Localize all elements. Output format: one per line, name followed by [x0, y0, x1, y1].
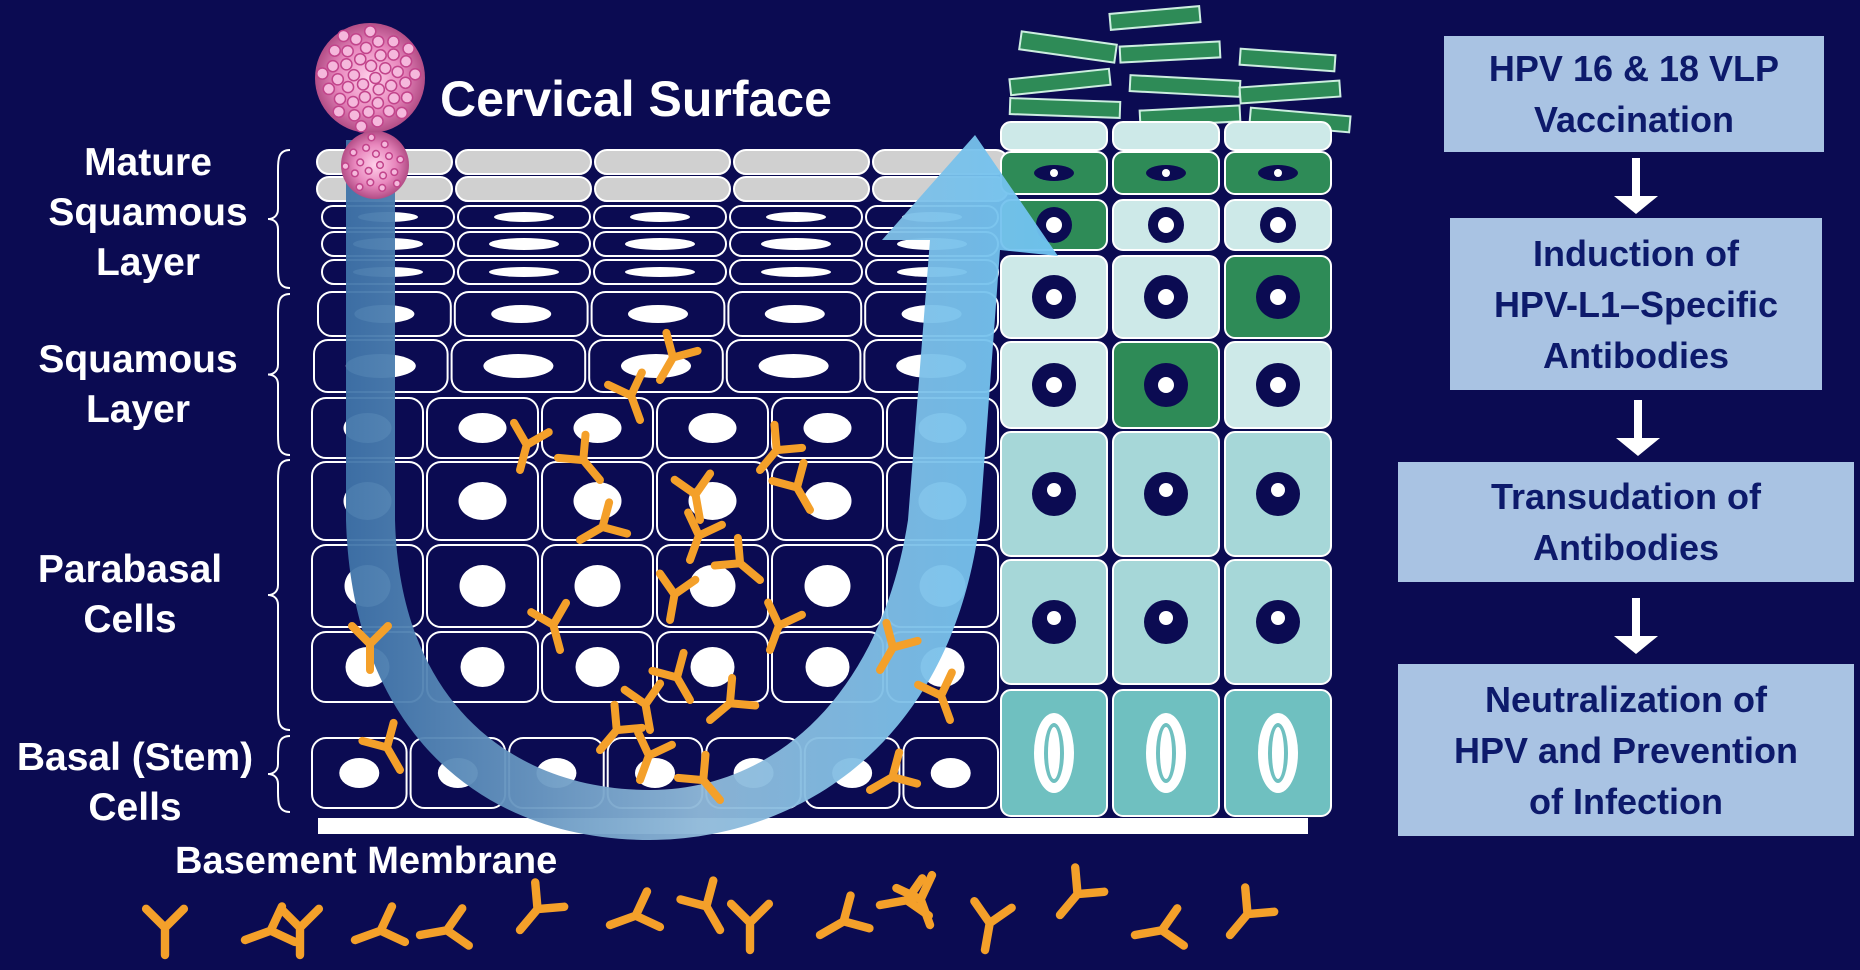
- keratin-flake: [1240, 49, 1336, 72]
- keratin-flake: [1019, 31, 1117, 62]
- antibody-icon: [146, 909, 184, 955]
- cell-nucleus: [460, 565, 506, 607]
- cell-nucleus: [761, 267, 831, 277]
- cell-nucleus: [805, 565, 851, 607]
- cell-nucleus: [575, 565, 621, 607]
- epithelial-cell: [1225, 122, 1331, 150]
- epithelial-cell: [734, 150, 869, 174]
- epithelial-cell: [1113, 122, 1219, 150]
- cell-nucleus: [804, 413, 852, 443]
- down-arrow-icon: [1616, 400, 1660, 456]
- keratin-flake: [1240, 81, 1341, 104]
- hpv-virus-icon: [341, 131, 409, 199]
- infected-cell-grid: [1001, 6, 1351, 816]
- cell-nucleus: [459, 413, 507, 443]
- layer-label-mature-squamous: Mature Squamous Layer: [28, 138, 268, 288]
- epithelial-cell: [595, 150, 730, 174]
- epithelial-cell: [456, 150, 591, 174]
- keratin-flake: [1009, 69, 1110, 95]
- diagram-title: Cervical Surface: [440, 70, 832, 128]
- antibody-icon: [604, 891, 660, 942]
- basement-membrane-label: Basement Membrane: [175, 840, 557, 883]
- antibody-icon: [417, 908, 469, 953]
- down-arrow-icon: [1614, 598, 1658, 654]
- antibody-icon: [966, 901, 1011, 953]
- cell-nucleus: [459, 482, 507, 520]
- down-arrow-icon: [1614, 158, 1658, 214]
- cell-nucleus: [339, 758, 379, 788]
- cell-nucleus: [628, 305, 688, 323]
- cell-nucleus: [489, 238, 559, 250]
- cell-nucleus: [574, 413, 622, 443]
- cell-nucleus: [630, 212, 690, 222]
- cell-nucleus: [491, 305, 551, 323]
- cell-nucleus: [759, 354, 829, 378]
- cell-nucleus: [625, 238, 695, 250]
- cell-nucleus: [576, 647, 620, 687]
- cell-nucleus: [804, 482, 852, 520]
- cell-nucleus: [574, 482, 622, 520]
- cell-nucleus: [931, 758, 971, 788]
- hpv-virus-icon: [315, 23, 425, 133]
- cell-nucleus: [689, 413, 737, 443]
- cell-nucleus: [690, 565, 736, 607]
- epithelial-cell: [456, 177, 591, 201]
- cell-nucleus: [761, 238, 831, 250]
- cell-nucleus: [461, 647, 505, 687]
- layer-label-basal: Basal (Stem) Cells: [0, 733, 270, 833]
- antibody-icon: [281, 909, 319, 955]
- cell-nucleus: [489, 267, 559, 277]
- cell-nucleus: [494, 212, 554, 222]
- cell-nucleus: [766, 212, 826, 222]
- keratin-flake: [1120, 41, 1221, 62]
- epithelial-cell: [734, 177, 869, 201]
- cell-nucleus: [483, 354, 553, 378]
- antibody-icon: [681, 881, 737, 940]
- cell-nucleus: [806, 647, 850, 687]
- cell-nucleus: [625, 267, 695, 277]
- layer-label-parabasal: Parabasal Cells: [10, 545, 250, 645]
- antibody-icon: [506, 882, 565, 942]
- cell-nucleus: [765, 305, 825, 323]
- keratin-flake: [1109, 6, 1200, 30]
- antibody-icon: [811, 896, 870, 952]
- antibody-icon: [731, 904, 769, 950]
- antibody-icon: [1216, 887, 1275, 947]
- epithelial-cell: [595, 177, 730, 201]
- layer-bracket: [268, 460, 290, 730]
- antibody-icon: [349, 906, 405, 957]
- epithelial-cell: [1001, 122, 1107, 150]
- layer-bracket: [268, 150, 290, 288]
- basement-membrane-line: [318, 818, 1308, 834]
- antibody-icon: [1132, 908, 1184, 953]
- layer-bracket: [268, 736, 290, 812]
- layer-bracket: [268, 294, 290, 455]
- layer-label-squamous: Squamous Layer: [18, 335, 258, 435]
- keratin-flake: [1130, 75, 1241, 97]
- antibody-icon: [1046, 867, 1105, 927]
- layer-brackets: [268, 150, 290, 812]
- keratin-flake: [1010, 98, 1120, 118]
